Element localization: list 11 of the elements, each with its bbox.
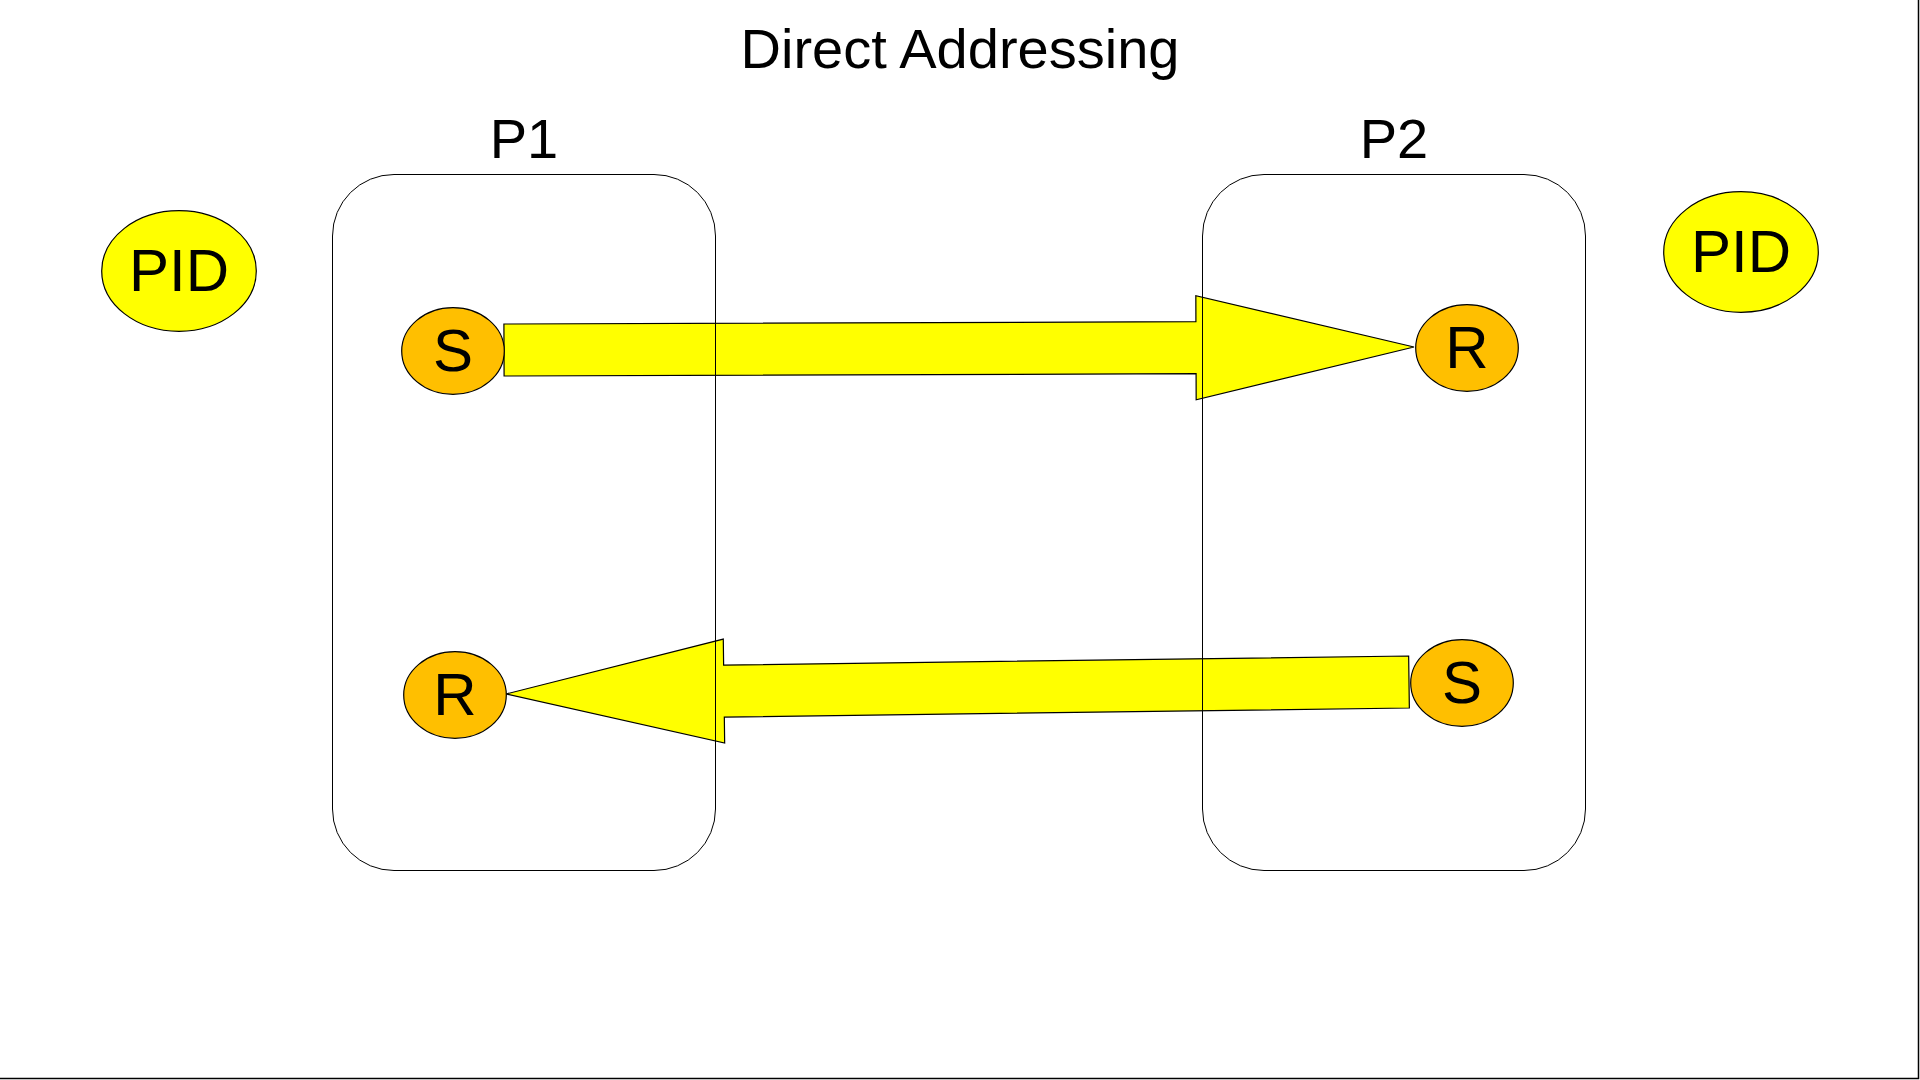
node-label: PID: [1691, 222, 1791, 282]
node-label: R: [433, 665, 477, 725]
process-label: P1: [489, 111, 559, 167]
node-label: S: [1442, 653, 1482, 713]
node-label: R: [1445, 318, 1489, 378]
process-label: P2: [1359, 111, 1429, 167]
node-label: PID: [129, 241, 229, 301]
arrow: [505, 638, 1410, 744]
node-label: S: [433, 321, 473, 381]
arrow: [503, 294, 1415, 401]
diagram-title: Direct Addressing: [740, 18, 1180, 80]
